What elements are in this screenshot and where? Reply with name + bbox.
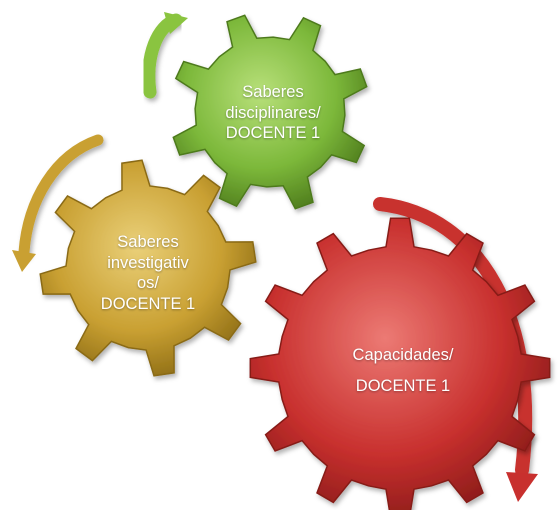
cycle-arrowhead-gold [12,250,36,272]
cycle-arrow-red [373,197,533,477]
gear-saberes-investigativos [39,159,257,377]
cycle-arrow-gold [18,134,104,258]
gear-saberes-disciplinares [172,14,368,210]
gear-capacidades [249,217,551,510]
cycle-arrowhead-red [506,472,538,502]
cycle-arrowhead-green [164,12,188,34]
